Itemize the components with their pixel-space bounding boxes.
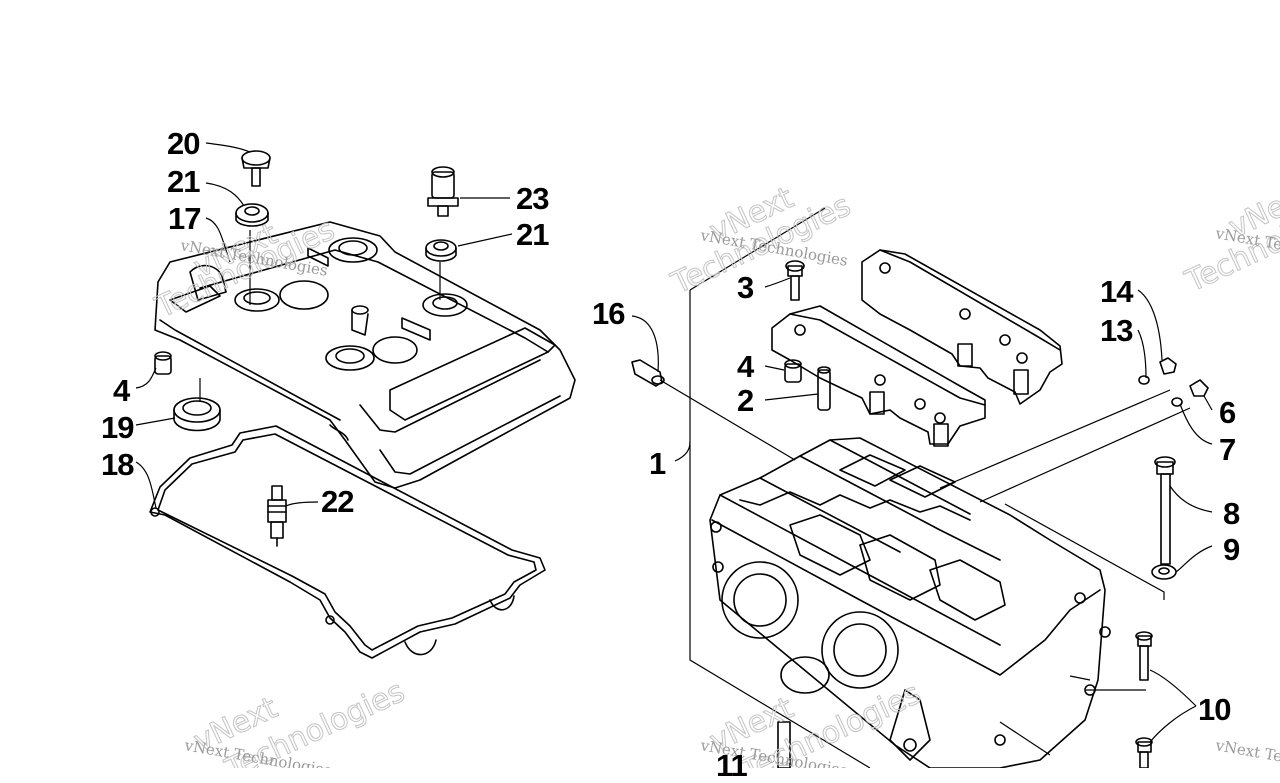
camshaft-cap-front — [771, 305, 986, 447]
callout-19: 19 — [101, 410, 134, 445]
watermark-group: vNext Technologies vNext Technologies vN… — [149, 176, 1280, 768]
camshaft-cap-rear — [861, 249, 1063, 405]
callout-17: 17 — [168, 201, 201, 236]
leader-lines — [135, 142, 1213, 768]
callout-22: 22 — [321, 484, 354, 519]
callout-7: 7 — [1219, 432, 1236, 467]
callout-21-left: 21 — [167, 164, 200, 199]
callout-8: 8 — [1223, 496, 1240, 531]
callout-2: 2 — [737, 383, 754, 418]
spark-plug — [267, 485, 287, 547]
callout-16: 16 — [592, 296, 625, 331]
callout-9: 9 — [1223, 532, 1240, 567]
callout-21-right: 21 — [516, 217, 549, 252]
callout-6: 6 — [1219, 395, 1236, 430]
small-parts-left — [154, 150, 459, 432]
callout-18: 18 — [101, 447, 134, 482]
valve-cover — [154, 221, 576, 489]
callout-14: 14 — [1100, 274, 1133, 309]
callout-23: 23 — [516, 181, 549, 216]
callout-13: 13 — [1100, 313, 1133, 348]
valve-cover-gasket — [149, 425, 546, 659]
callout-20: 20 — [167, 126, 200, 161]
callout-3: 3 — [737, 270, 754, 305]
watermark-small-6: vNext Technologies — [1213, 736, 1280, 768]
callout-10: 10 — [1198, 692, 1231, 727]
callout-11: 11 — [716, 748, 748, 783]
callout-1: 1 — [649, 446, 666, 481]
callout-4-left: 4 — [113, 373, 130, 408]
cylinder-head — [709, 437, 1111, 768]
callout-4-mid: 4 — [737, 349, 754, 384]
